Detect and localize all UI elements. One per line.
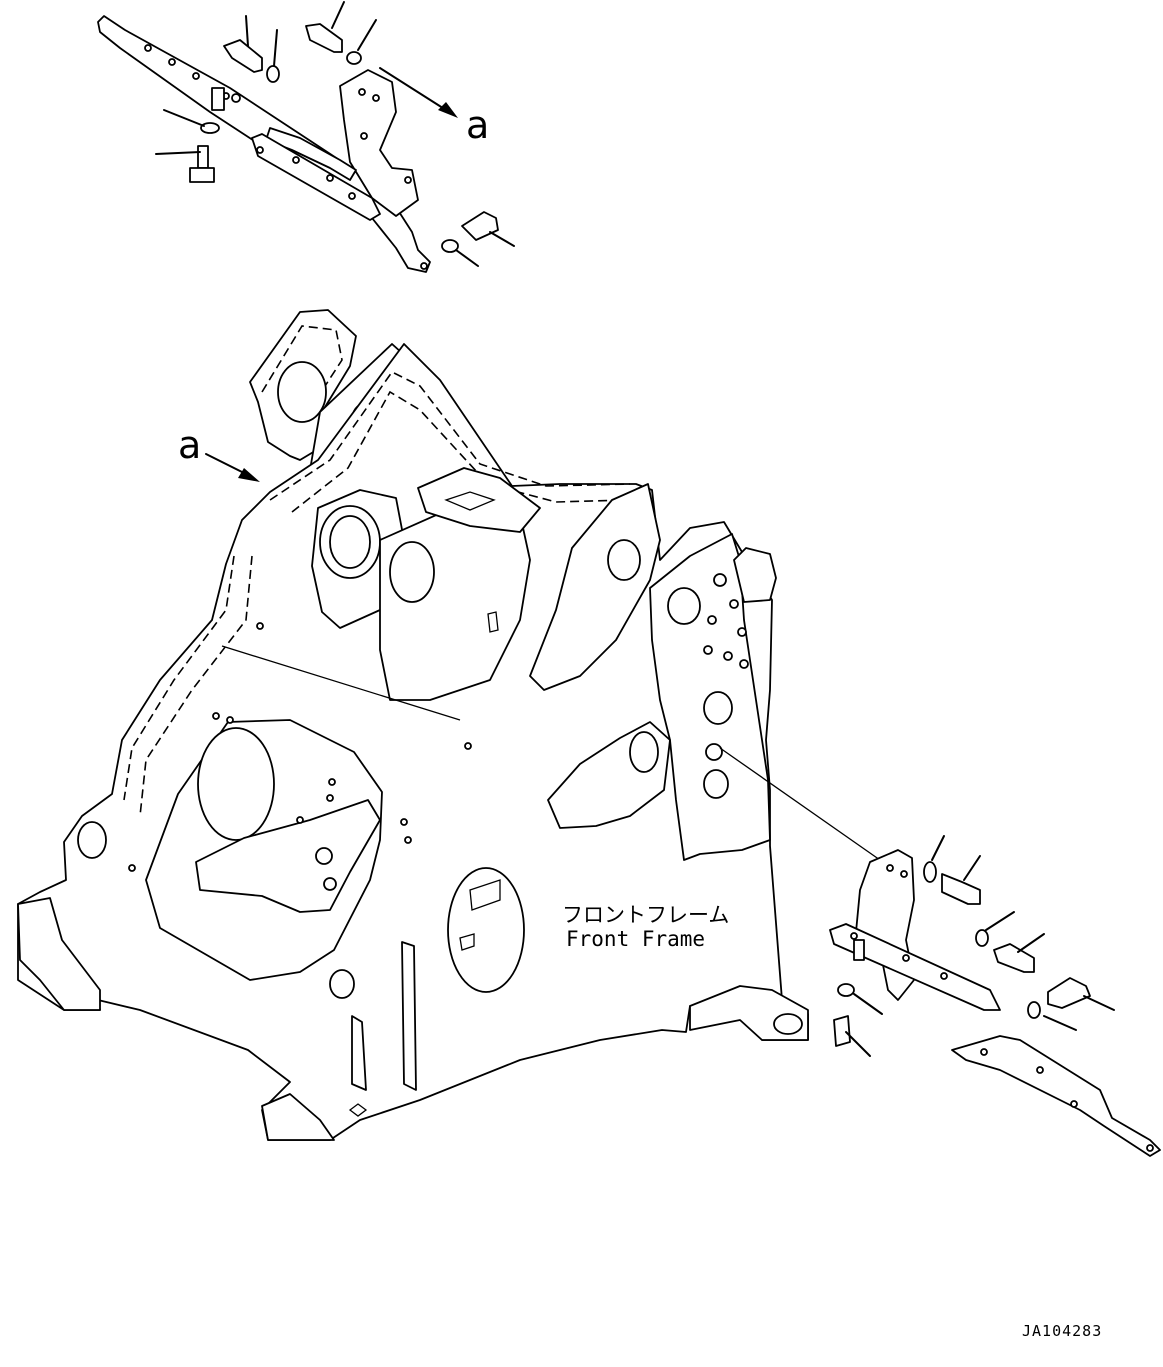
frame-name-en: Front Frame [566, 927, 705, 951]
view-ref-top-label: a [466, 103, 489, 147]
front-frame: フロントフレーム Front Frame a [17, 309, 809, 1141]
drawing-code: JA104283 [1022, 1322, 1102, 1340]
view-ref-frame-label: a [178, 423, 201, 467]
projection-line [719, 747, 881, 861]
top-bracket-assembly: a [97, 1, 515, 273]
frame-name-jp: フロントフレーム [562, 903, 729, 927]
lower-bracket-assembly [829, 835, 1161, 1157]
